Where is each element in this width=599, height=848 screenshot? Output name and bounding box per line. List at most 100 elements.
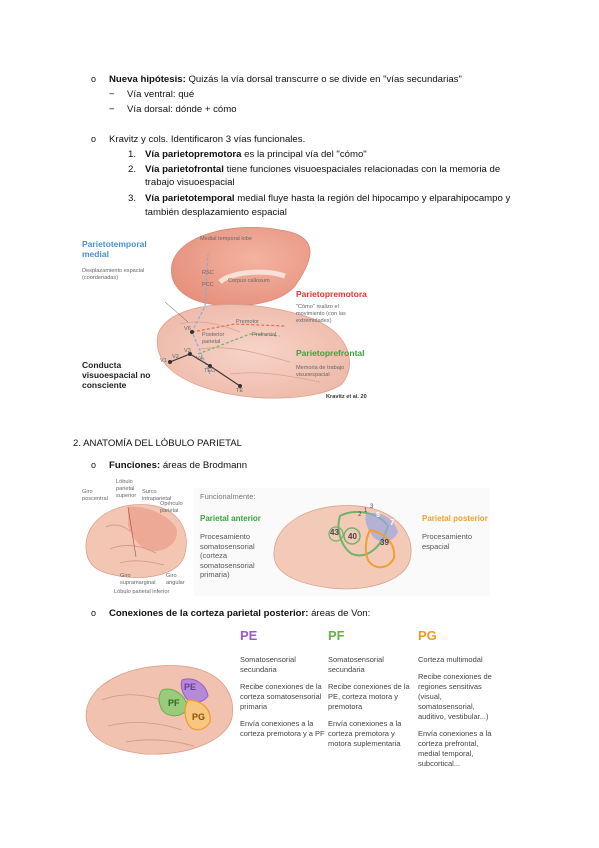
- brain-label-pg: PG: [192, 712, 206, 722]
- item-3-bold: Vía parietotemporal: [145, 193, 235, 204]
- panel-pg-text-1: Corteza multimodal: [418, 655, 483, 664]
- desc-parietotemporal: Desplazamiento espacial (coordenadas): [82, 268, 145, 281]
- panel-pg-text-3: Envía conexiones a la corteza prefrontal…: [418, 729, 492, 768]
- area-1: 1: [364, 508, 368, 514]
- hypothesis-text: Quizás la vía dorsal transcurre o se div…: [185, 74, 462, 85]
- item-2-bold: Vía parietofrontal: [145, 164, 224, 175]
- panel-pf-text-3: Envía conexiones a la corteza premotora …: [328, 719, 402, 748]
- label-lobulo-superior: Lóbulo parietal superior: [116, 479, 137, 499]
- label-surco-intraparietal: Surco intraparietal: [142, 489, 172, 502]
- brain-label-pcc: PCC: [202, 282, 214, 288]
- area-5: 5: [376, 512, 380, 519]
- funciones-text: áreas de Brodmann: [160, 460, 248, 471]
- label-parietal-anterior: Parietal anterior: [200, 514, 261, 523]
- label-conducta: Conducta visuoespacial no consciente: [82, 360, 151, 390]
- item-2-cont: trabajo visuoespacial: [145, 177, 235, 188]
- brain-label-te: TE: [236, 388, 244, 394]
- conexiones-line: Conexiones de la corteza parietal poster…: [109, 607, 370, 620]
- kravitz-line: Kravitz y cols. Identificaron 3 vías fun…: [109, 134, 306, 145]
- desc-parietopremotora: "Cómo" realizo el movimiento (con las ex…: [296, 304, 346, 324]
- label-parietotemporal: Parietotemporal medial: [82, 239, 147, 259]
- label-giro-poscentral: Giro poscentral: [82, 489, 108, 502]
- bullet-funciones: o: [91, 460, 97, 470]
- panel-pf-title: PF: [328, 628, 345, 643]
- item-3: Vía parietotemporal medial fluye hasta l…: [145, 192, 510, 205]
- brain-label-v4: V4: [196, 356, 203, 362]
- brain-label-v6: V6: [184, 326, 191, 332]
- desc-parietal-posterior: Procesamiento espacial: [422, 532, 473, 551]
- funciones-line: Funciones: áreas de Brodmann: [109, 459, 247, 472]
- area-7: 7: [390, 518, 395, 527]
- panel-pe-text-1: Somatosensorial secundaria: [240, 655, 296, 674]
- brain-label-premotor: Premotor: [236, 319, 260, 325]
- sub-dorsal: Vía dorsal: dónde + cómo: [127, 104, 237, 115]
- funciones-label: Funciones:: [109, 460, 161, 471]
- brain-label-pf-area: PF: [168, 698, 180, 708]
- area-40: 40: [348, 532, 357, 541]
- conexiones-label: Conexiones de la corteza parietal poster…: [109, 608, 309, 619]
- figure-credit: Kravitz et al. 20: [326, 394, 367, 400]
- item-1: Vía parietopremotora es la principal vía…: [145, 148, 367, 161]
- panel-pe: PE Somatosensorial secundaria Recibe con…: [240, 628, 326, 776]
- item-num-2: 2.: [128, 164, 137, 175]
- label-parietal-posterior: Parietal posterior: [422, 514, 488, 523]
- label-operculo: Opérculo parietal: [160, 501, 183, 514]
- desc-parietoprefrontal: Memoria de trabajo visuoespacial: [296, 365, 345, 378]
- item-2: Vía parietofrontal tiene funciones visuo…: [145, 163, 500, 176]
- sub-dash-2: −: [109, 104, 115, 115]
- label-parietoprefrontal: Parietoprefrontal: [296, 348, 365, 358]
- brain-label-v1: V1: [160, 358, 167, 364]
- area-3: 3: [370, 504, 374, 510]
- bullet-kravitz: o: [91, 134, 97, 144]
- panel-pe-title: PE: [240, 628, 258, 643]
- panel-pg-title: PG: [418, 628, 437, 643]
- brain-label-pe: PE: [184, 682, 197, 692]
- hypothesis-line: Nueva hipótesis: Quizás la vía dorsal tr…: [109, 73, 462, 86]
- conexiones-text: áreas de Von:: [308, 608, 371, 619]
- label-angular: Giro angular: [166, 573, 185, 586]
- brain-lateral-illustration: [85, 504, 187, 578]
- area-39: 39: [380, 538, 389, 547]
- brain-label-v3: V3: [184, 348, 191, 354]
- desc-parietal-anterior: Procesamiento somatosensorial (corteza s…: [200, 532, 255, 579]
- figure-parietal-anatomy: Giro poscentral Lóbulo parietal superior…: [80, 477, 192, 597]
- panel-pf-text-2: Recibe conexiones de la PE, corteza moto…: [328, 682, 410, 711]
- panel-pg-text-2: Recibe conexiones de regiones sensitivas…: [418, 672, 492, 721]
- label-funcionalmente: Funcionalmente:: [200, 492, 256, 501]
- brain-brodmann-illustration: [273, 505, 412, 590]
- brain-label-cc: Corpus callosum: [228, 278, 270, 284]
- brain-label-pf: Prefrontal: [252, 332, 277, 338]
- item-1-bold: Vía parietopremotora: [145, 149, 242, 160]
- bullet-conexiones: o: [91, 608, 97, 618]
- item-2-rest: tiene funciones visuoespaciales relacion…: [223, 164, 501, 175]
- panel-pe-text-3: Envía conexiones a la corteza premotora …: [240, 719, 325, 738]
- label-lobulo-inferior: Lóbulo parietal inferior: [114, 589, 170, 595]
- label-parietopremotora: Parietopremotora: [296, 289, 367, 299]
- brain-von-illustration: [85, 665, 234, 755]
- figure-functional-areas: Funcionalmente: Parietal anterior Proces…: [194, 488, 490, 596]
- brain-label-pp: Posterior parietal: [202, 332, 225, 345]
- figure-von-areas-brain: PE PF PG: [82, 660, 238, 760]
- item-1-rest: es la principal vía del "cómo": [241, 149, 367, 160]
- brain-medial-illustration: [156, 227, 350, 399]
- panel-pg: PG Corteza multimodal Recibe conexiones …: [418, 628, 498, 776]
- panel-pe-text-2: Recibe conexiones de la corteza somatose…: [240, 682, 322, 711]
- item-3-cont: también desplazamiento espacial: [145, 207, 287, 218]
- item-num-3: 3.: [128, 193, 137, 204]
- panel-pf: PF Somatosensorial secundaria Recibe con…: [328, 628, 416, 776]
- brain-label-v2: V2: [172, 354, 179, 360]
- item-num-1: 1.: [128, 149, 137, 160]
- panel-pf-text-1: Somatosensorial secundaria: [328, 655, 384, 674]
- label-supramarginal: Giro supramarginal: [120, 573, 156, 586]
- area-43: 43: [330, 528, 339, 537]
- sub-ventral: Vía ventral: qué: [127, 89, 195, 100]
- hypothesis-label: Nueva hipótesis:: [109, 74, 186, 85]
- item-3-rest: medial fluye hasta la región del hipocam…: [234, 193, 511, 204]
- sub-dash-1: −: [109, 89, 115, 100]
- figure-kravitz: Medial temporal lobe RSC PCC Corpus call…: [80, 224, 370, 404]
- section-heading-anatomia: 2. ANATOMÍA DEL LÓBULO PARIETAL: [73, 438, 243, 449]
- brain-label-mtl: Medial temporal lobe: [200, 236, 252, 242]
- area-2: 2: [358, 512, 362, 518]
- bullet-hypothesis: o: [91, 74, 97, 84]
- brain-label-rsc: RSC: [202, 270, 214, 276]
